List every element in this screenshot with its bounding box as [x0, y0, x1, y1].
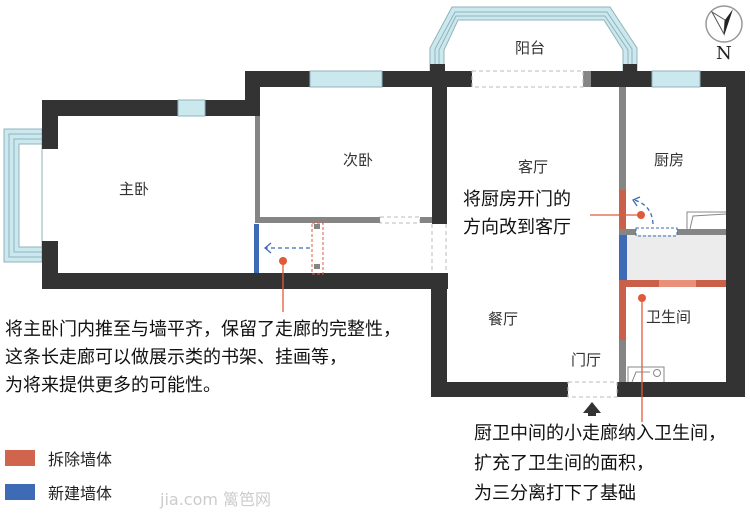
note-line: 将厨房开门的 [463, 189, 571, 210]
removed-wall-light [659, 280, 696, 287]
room-label-balcony: 阳台 [515, 39, 546, 57]
pointer-dot-icon [279, 211, 646, 302]
watermark: jia.com 篱笆网 [160, 490, 272, 509]
legend-swatch-removed [5, 450, 35, 466]
room-label-living-room: 客厅 [518, 158, 549, 176]
window [309, 70, 383, 88]
window [177, 99, 206, 117]
new-walls [254, 224, 627, 280]
legend-label: 拆除墙体 [48, 450, 113, 469]
note-line: 为将来提供更多的可能性。 [5, 375, 221, 396]
master-door-note: 将主卧门内推至与墙平齐，保留了走廊的完整性， 这条长走廊可以做展示类的书架、挂画… [5, 316, 401, 400]
removed-door-outline [311, 222, 324, 275]
note-line: 将主卧门内推至与墙平齐，保留了走廊的完整性， [5, 319, 401, 340]
note-line: 扩充了卫生间的面积， [474, 453, 654, 474]
legend-label: 新建墙体 [48, 484, 113, 503]
room-label-second-bedroom: 次卧 [343, 151, 374, 169]
new-door-outline [635, 227, 678, 237]
kitchen-counter [686, 211, 727, 230]
move-arrow-icon [263, 196, 654, 254]
corridor-area [627, 235, 726, 280]
note-line: 方向改到客厅 [463, 217, 571, 238]
legend-swatch-new [5, 484, 35, 500]
room-label-dining-room: 餐厅 [488, 310, 519, 328]
legend-new-wall: 新建墙体 [5, 480, 112, 504]
room-label-master-bedroom: 主卧 [119, 180, 150, 198]
room-label-kitchen: 厨房 [654, 151, 685, 169]
entrance-arrow-icon [583, 402, 601, 416]
legend-removed-wall: 拆除墙体 [5, 446, 112, 470]
note-line: 这条长走廊可以做展示类的书架、挂画等， [5, 347, 347, 368]
kitchen-door-note: 将厨房开门的 方向改到客厅 [463, 186, 571, 242]
room-label-entrance-hall: 门厅 [571, 351, 602, 369]
compass-north-label: N [716, 43, 732, 64]
compass-icon [705, 5, 743, 43]
door-jamb [583, 71, 591, 87]
annotation-pointers [282, 214, 643, 422]
bay-window [3, 128, 43, 263]
window [651, 70, 701, 88]
note-line: 厨卫中间的小走廊纳入卫生间， [474, 423, 726, 444]
partitions [255, 87, 726, 382]
balcony-pier [623, 64, 637, 72]
balcony-pier [430, 64, 445, 72]
corridor-note: 厨卫中间的小走廊纳入卫生间， 扩充了卫生间的面积， 为三分离打下了基础 [474, 419, 726, 509]
toilet-fixture [627, 366, 665, 383]
room-label-bathroom: 卫生间 [646, 308, 692, 326]
note-line: 为三分离打下了基础 [474, 483, 636, 504]
